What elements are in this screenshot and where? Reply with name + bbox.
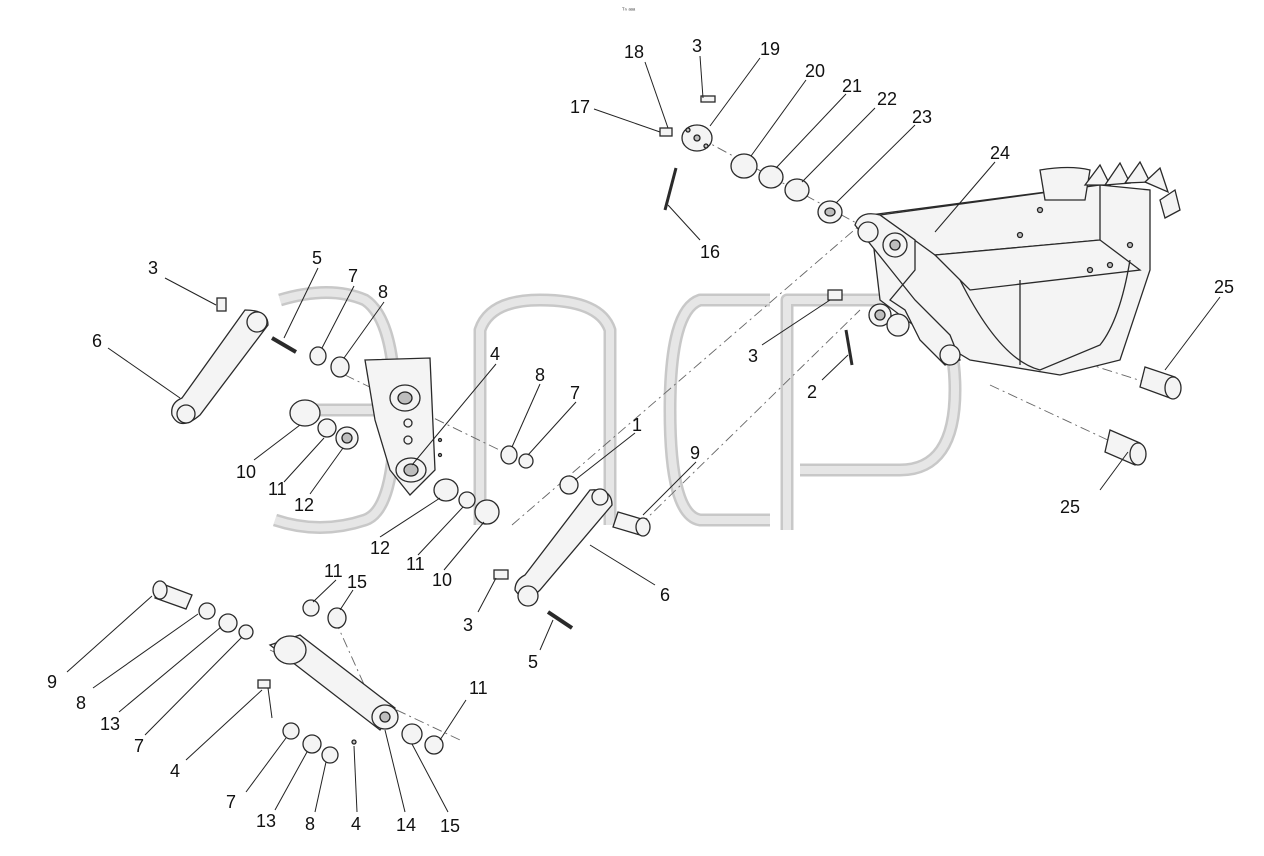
callout-10-right: 10 [432,570,452,590]
cylinder-part-14 [268,634,399,731]
pin-part-9-left [152,580,193,610]
callout-16: 16 [700,242,720,262]
washer-part-23 [817,200,843,224]
pin-part-25-upper [1139,366,1182,400]
callout-7-lower-a: 7 [134,736,144,756]
callout-11-lower-top: 11 [324,561,343,581]
callout-8-mid: 8 [535,365,545,385]
callout-24: 24 [990,143,1010,163]
callout-7-mid: 7 [570,383,580,403]
ring-part-11-lower-bottom [424,735,444,755]
callout-5-upper: 5 [312,248,322,268]
ring-part-7-mid [518,453,534,469]
lock-part-2 [844,329,854,366]
callout-12-right: 12 [370,538,390,558]
callout-18: 18 [624,42,644,62]
ring-part-22 [784,178,810,202]
bucket-part-24 [854,160,1181,376]
callout-23: 23 [912,107,932,127]
callout-11-right: 11 [406,554,425,574]
callout-9-left: 9 [47,672,57,692]
callout-7-upper: 7 [348,266,358,286]
callout-4-lower-b: 4 [351,814,361,834]
ring-part-11-left [317,418,337,438]
ring-part-21 [758,165,784,189]
ring-part-8-lower-b [321,746,339,764]
ring-part-7-lower-a [238,624,254,640]
callout-8-upper: 8 [378,282,388,302]
callout-11-left: 11 [268,479,287,499]
callout-15-top: 15 [347,572,367,592]
keeper-part-4-lower [257,679,357,745]
link-part-6-upper [171,297,269,425]
pin-part-16 [663,167,678,211]
ring-part-11-right [458,491,476,509]
callout-22: 22 [877,89,897,109]
callout-3-lower: 3 [463,615,473,635]
callout-labels: 18 3 19 17 20 21 22 23 24 16 25 25 3 2 3… [47,36,1234,836]
callout-5-lower: 5 [528,652,538,672]
callout-19: 19 [760,39,780,59]
callout-2: 2 [807,382,817,402]
callout-11-lower-right: 11 [469,678,488,698]
callout-13-lower-b: 13 [256,811,276,831]
keeper-part-3-lower [493,569,509,580]
callout-8-lower-b: 8 [305,814,315,834]
ring-part-13-lower-a [218,613,238,633]
callout-8-lower-a: 8 [76,693,86,713]
callout-20: 20 [805,61,825,81]
bushing-part-15-bottom [401,723,423,745]
ring-part-10-right [474,499,500,525]
callout-12-left: 12 [294,495,314,515]
link-part-6-lower [514,475,613,607]
callout-6-upper: 6 [92,331,102,351]
callout-4-lower-a: 4 [170,761,180,781]
callout-4-mid: 4 [490,344,500,364]
callout-14: 14 [396,815,416,835]
callout-9-right: 9 [690,443,700,463]
callout-3-left: 3 [148,258,158,278]
callout-6-lower: 6 [660,585,670,605]
ring-part-10-left [289,399,321,427]
callout-21: 21 [842,76,862,96]
callout-17: 17 [570,97,590,117]
callout-25-upper: 25 [1214,277,1234,297]
header-tiny-label: ᵀⁿ ᵃᵃᵃ [622,7,636,14]
keeper-part-3-bucket [827,289,843,301]
bushing-part-8-mid [500,445,518,465]
callout-15-bottom: 15 [440,816,460,836]
callout-25-lower: 25 [1060,497,1080,517]
callout-1: 1 [632,415,642,435]
bolt-part-5-lower [546,610,574,630]
bushing-part-15-top [327,607,347,629]
ring-part-7-lower-b [282,722,300,740]
bushing-part-7-upper [309,346,327,366]
pin-part-9-right [612,511,651,537]
callout-3-bucket: 3 [748,346,758,366]
leader-lines [66,55,1221,813]
bushing-part-8-upper [330,356,350,378]
pin-part-25-lower [1104,429,1147,466]
bushing-part-12-right [433,478,459,502]
boom-arm-frame [364,357,436,496]
ring-part-13-lower-b [302,734,322,754]
ring-part-8-lower-a [198,602,216,620]
callout-7-lower-b: 7 [226,792,236,812]
ring-part-11-lower-top [302,599,320,617]
callout-3-top: 3 [692,36,702,56]
callout-10-left: 10 [236,462,256,482]
bolt-part-5-upper [270,336,298,354]
ring-part-20 [730,153,758,179]
callout-13-lower-a: 13 [100,714,120,734]
hub-plate-19 [681,124,713,152]
keeper-part-4-upper [437,437,443,458]
bushing-part-12-left [335,426,359,450]
